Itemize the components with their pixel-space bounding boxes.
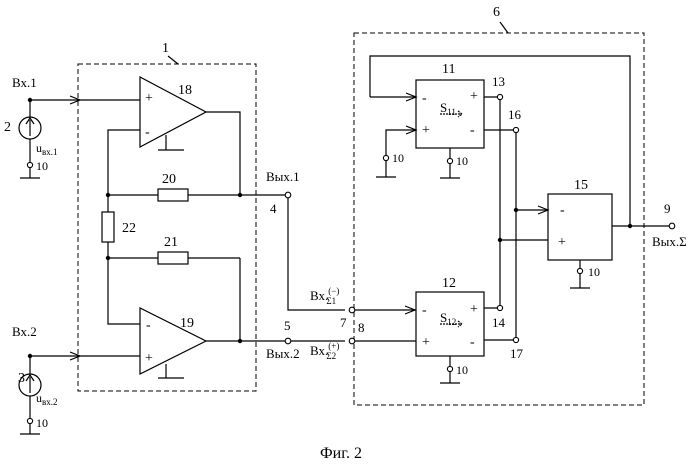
svg-text:+: + [145,91,153,106]
block-1-label: 1 [162,41,169,56]
sum-input-plus-node: 8 [358,320,365,335]
sum-input-minus-label: Вх.(−)Σ1 [310,286,339,306]
unit-15: 15 - + 10 9 Вых.Σ [498,178,687,288]
source-2-voltage: uвх.1 [36,141,58,157]
source-2-ground-label: 10 [36,159,48,173]
node-17: 17 [510,346,524,361]
output-sum-label: Вых.Σ [652,234,687,249]
block-6-label: 6 [493,5,500,20]
svg-text:-: - [422,303,427,318]
unit-15-ground: 10 [588,265,600,279]
sum-input-plus-label: Вх.(+)Σ2 [310,341,339,361]
output-2-node: 5 [284,318,291,333]
unit-12: 12 - + + - S12 10 14 17 [416,210,524,383]
node-13: 13 [492,74,505,89]
svg-text:-: - [422,91,427,106]
svg-text:+: + [470,89,478,104]
resistor-22-label: 22 [122,221,136,236]
node-14: 14 [492,315,506,330]
resistor-21-label: 21 [164,235,178,250]
opamp-19: 19 - + [100,258,240,378]
figure-caption: Фиг. 2 [320,445,362,462]
unit-11-label: 11 [442,62,455,77]
unit-11-ground-left: 10 [392,151,404,165]
svg-text:+: + [558,235,566,250]
sum-input-minus-node: 7 [340,315,347,330]
input-label-2: Вх.2 [12,324,37,339]
svg-text:+: + [422,335,430,350]
unit-11-ground-bottom: 10 [456,154,468,168]
output-node-9: 9 [664,201,671,216]
source-3-ground-label: 10 [36,416,48,430]
svg-text:-: - [470,335,475,350]
output-1-node: 4 [270,201,277,216]
source-2-number: 2 [4,120,11,135]
resistor-21: 21 [106,235,240,264]
resistor-22: 22 [102,195,136,258]
output-1-label: Вых.1 [266,169,300,184]
opamp-18-label: 18 [178,83,192,98]
svg-text:+: + [470,302,478,317]
node-16: 16 [508,107,522,122]
svg-text:-: - [470,123,475,138]
unit-12-label: 12 [442,276,456,291]
svg-text:+: + [145,351,153,366]
opamp-19-label: 19 [180,316,194,331]
svg-text:+: + [422,123,430,138]
resistor-20: 20 [106,172,288,201]
resistor-20-label: 20 [162,172,176,187]
unit-15-label: 15 [574,178,588,193]
source-2: Вх.1 2 10 uвх.1 [4,75,100,178]
source-3-voltage: uвх.2 [36,391,58,407]
svg-text:-: - [560,203,565,218]
svg-text:-: - [146,318,151,333]
unit-12-ground: 10 [456,363,468,377]
svg-text:-: - [145,125,150,140]
output-2-label: Вых.2 [266,346,300,361]
input-label-1: Вх.1 [12,75,37,90]
source-3: Вх.2 3 10 uвх.2 [12,324,100,434]
